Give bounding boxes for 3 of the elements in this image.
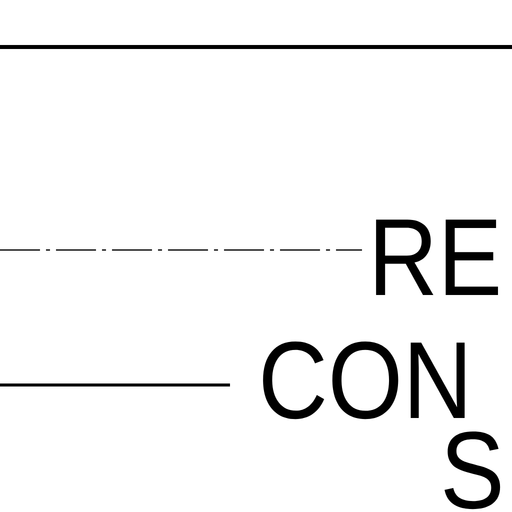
label-text: S xyxy=(444,432,500,510)
label-text: RE xyxy=(376,220,498,295)
label-text: CON xyxy=(263,342,465,420)
